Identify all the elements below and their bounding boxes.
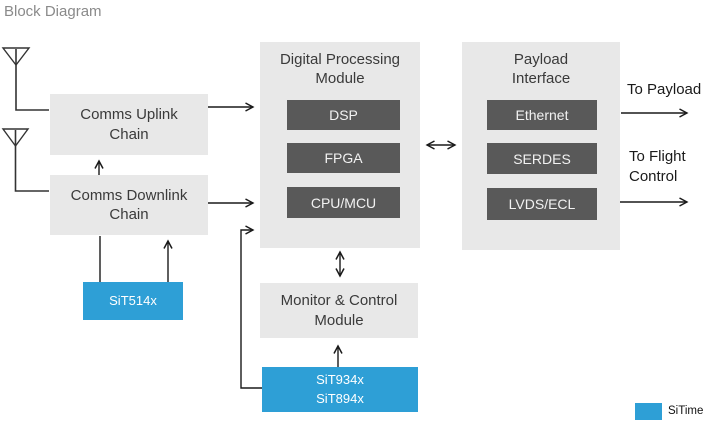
block-cpu-mcu: CPU/MCU	[287, 187, 400, 218]
module-title: Payload Interface	[511, 51, 571, 87]
part-number: SiT934x	[316, 372, 364, 388]
block-label: DSP	[329, 107, 358, 123]
block-monitor-control: Monitor & Control Module	[260, 283, 418, 338]
block-serdes: SERDES	[487, 143, 597, 174]
block-label: CPU/MCU	[310, 194, 377, 211]
part-number: SiT514x	[109, 292, 157, 308]
arrow-sit934x-to-dpm	[240, 230, 262, 389]
legend-sitime-label: SiTime	[668, 405, 704, 417]
page-title: Block Diagram	[4, 3, 102, 20]
block-payload-interface: Payload Interface Ethernet SERDES LVDS/E…	[462, 42, 620, 250]
block-dsp: DSP	[287, 100, 400, 130]
block-label: Monitor & Control Module	[280, 292, 398, 329]
part-number: SiT894x	[316, 390, 364, 406]
antenna-1-feedline	[15, 49, 49, 111]
output-label-flight-control: To Flight Control	[629, 148, 686, 185]
block-label: Comms Uplink Chain	[80, 106, 178, 143]
block-label: Ethernet	[515, 107, 569, 123]
block-digital-processing-module: Digital Processing Module DSP FPGA CPU/M…	[260, 42, 420, 248]
block-label: Comms Downlink Chain	[70, 186, 188, 224]
legend-sitime-swatch	[635, 403, 662, 420]
block-comms-uplink: Comms Uplink Chain	[50, 94, 208, 155]
block-comms-downlink: Comms Downlink Chain	[50, 175, 208, 235]
output-label-payload: To Payload	[627, 81, 702, 98]
block-ethernet: Ethernet	[487, 100, 597, 130]
block-label: SERDES	[513, 150, 571, 167]
block-fpga: FPGA	[287, 143, 400, 173]
antenna-2-icon	[1, 128, 30, 148]
antenna-1-icon	[1, 47, 31, 67]
module-title: Digital Processing Module	[279, 51, 401, 87]
block-sit934x-sit894x: SiT934x SiT894x	[262, 367, 418, 412]
block-label: FPGA	[324, 150, 363, 166]
block-sit514x: SiT514x	[83, 282, 183, 320]
block-lvds-ecl: LVDS/ECL	[487, 188, 597, 220]
antenna-2-feedline	[14, 130, 49, 192]
block-label: LVDS/ECL	[508, 196, 576, 212]
